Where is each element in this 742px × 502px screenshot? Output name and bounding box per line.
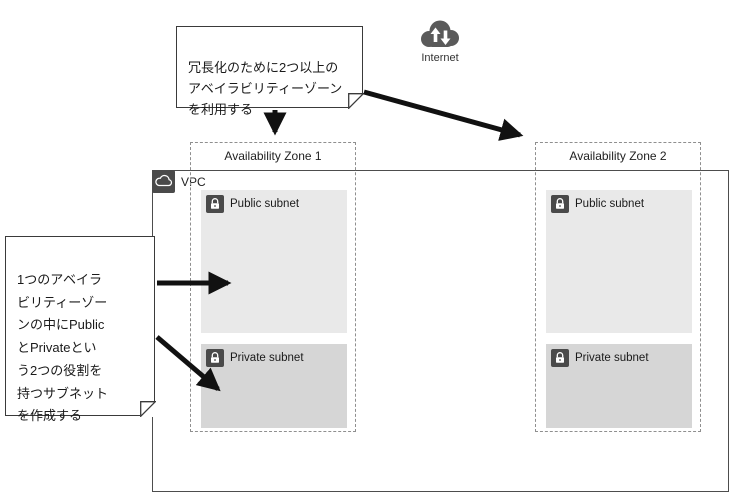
callout-subnet-roles-text: 1つのアベイラ ビリティーゾー ンの中にPublic とPrivateとい う2… xyxy=(17,271,109,424)
callout-redundancy-text: 冗長化のために2つ以上の アベイラビリティーゾーン を利用する xyxy=(188,60,343,118)
az1-label: Availability Zone 1 xyxy=(224,149,322,163)
arrow-redundancy-to-az2 xyxy=(363,89,524,141)
public-subnet-az1-header: Public subnet xyxy=(201,190,347,218)
public-subnet-az2-label: Public subnet xyxy=(575,198,645,210)
availability-zone-1: Availability Zone 1 Public subnet xyxy=(190,142,356,432)
folded-corner-icon xyxy=(347,92,364,109)
lock-icon xyxy=(551,195,569,213)
folded-corner-icon xyxy=(139,400,156,417)
public-subnet-az1: Public subnet xyxy=(201,190,347,333)
private-subnet-az1-label: Private subnet xyxy=(230,352,304,364)
public-subnet-az2: Public subnet xyxy=(546,190,692,333)
public-subnet-az2-header: Public subnet xyxy=(546,190,692,218)
private-subnet-az1-header: Private subnet xyxy=(201,344,347,372)
callout-redundancy-note: 冗長化のために2つ以上の アベイラビリティーゾーン を利用する xyxy=(176,26,364,117)
lock-icon xyxy=(206,349,224,367)
private-subnet-az2: Private subnet xyxy=(546,344,692,428)
public-subnet-az1-label: Public subnet xyxy=(230,198,300,210)
internet-label: Internet xyxy=(421,52,459,64)
vpc-label: VPC xyxy=(181,175,206,189)
lock-icon xyxy=(551,349,569,367)
callout-subnet-roles-note: 1つのアベイラ ビリティーゾー ンの中にPublic とPrivateとい う2… xyxy=(5,236,156,423)
private-subnet-az1: Private subnet xyxy=(201,344,347,428)
lock-icon xyxy=(206,195,224,213)
internet-node: Internet xyxy=(402,18,478,64)
private-subnet-az2-header: Private subnet xyxy=(546,344,692,372)
vpc-cloud-icon xyxy=(151,169,175,193)
internet-cloud-arrows-icon xyxy=(421,20,459,47)
az2-label: Availability Zone 2 xyxy=(569,149,667,163)
private-subnet-az2-label: Private subnet xyxy=(575,352,649,364)
availability-zone-2: Availability Zone 2 Public subnet xyxy=(535,142,701,432)
